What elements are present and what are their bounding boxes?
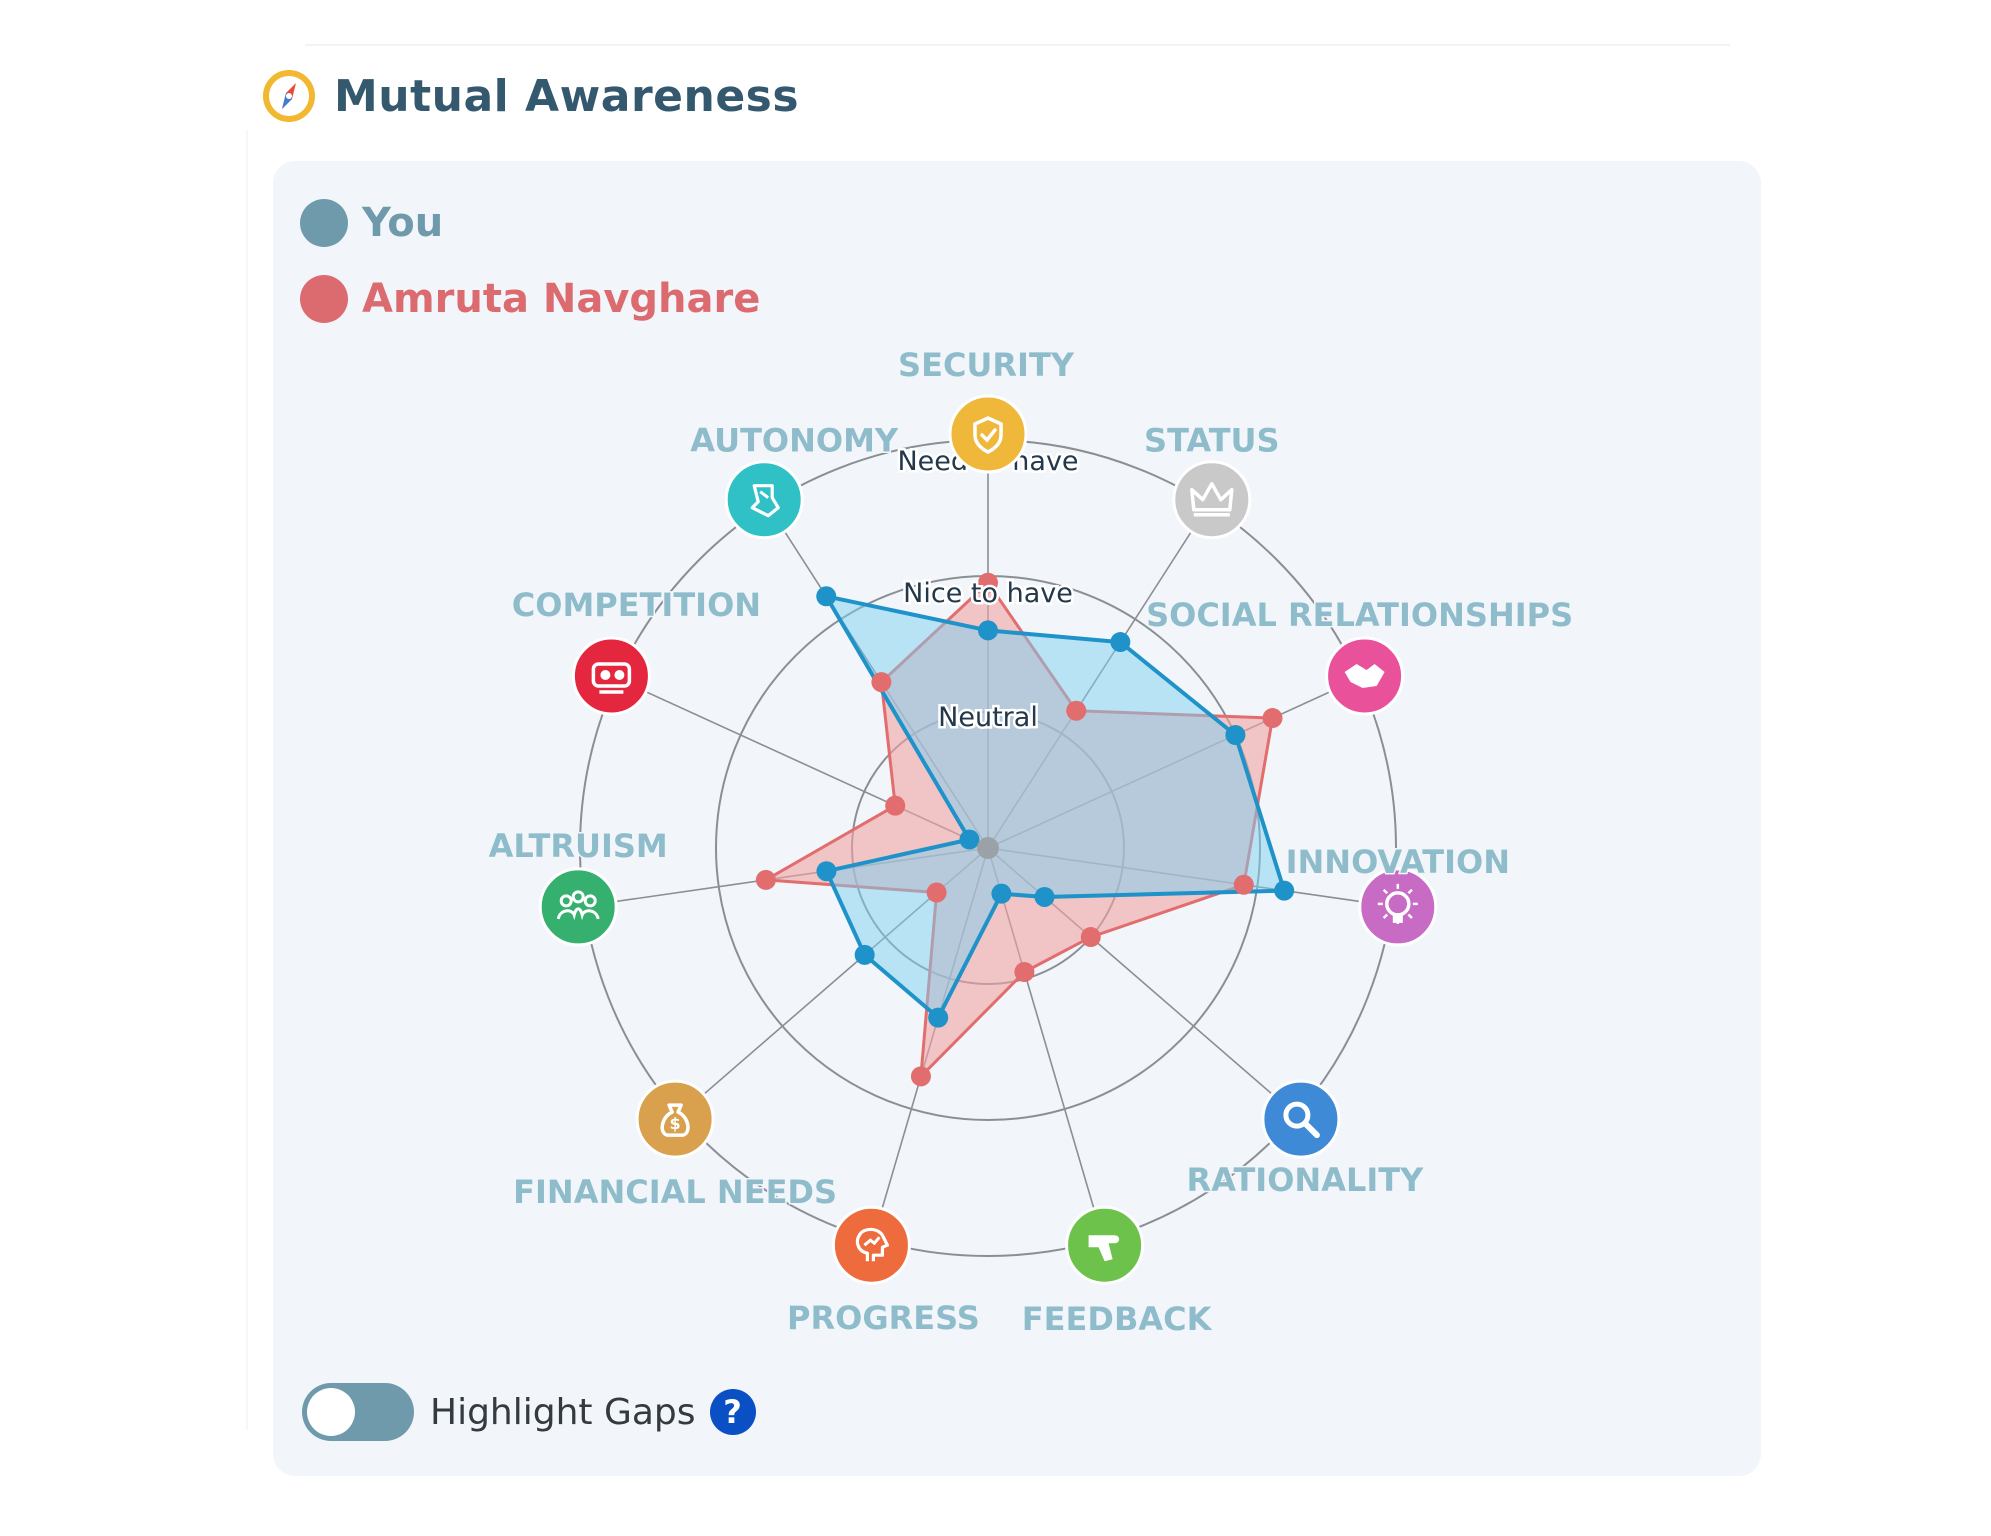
center-point — [977, 837, 999, 859]
point-you-progress[interactable] — [928, 1007, 949, 1028]
section-title: Mutual Awareness — [334, 70, 800, 122]
point-amruta-navghare-security[interactable] — [978, 572, 998, 593]
section-header: Mutual Awareness — [262, 66, 799, 126]
toggle-knob — [307, 1388, 355, 1436]
series-area-you — [824, 594, 1287, 1020]
shield-icon — [948, 394, 1028, 474]
competition-icon — [571, 636, 651, 716]
highlight-gaps-row: Highlight Gaps ? — [302, 1380, 756, 1444]
axis-label-status: STATUS — [1144, 422, 1280, 460]
axis-label-rationality: RATIONALITY — [1187, 1161, 1425, 1199]
point-amruta-navghare-progress[interactable] — [910, 1066, 931, 1087]
point-amruta-navghare-status[interactable] — [1066, 700, 1087, 721]
handshake-icon — [1325, 636, 1405, 716]
legend-swatch-amruta-navghare — [300, 275, 348, 323]
level-label-neutral: Neutral — [938, 702, 1038, 733]
magnifier-icon — [1261, 1079, 1341, 1159]
axis-label-social-relationships: SOCIAL RELATIONSHIPS — [1146, 596, 1573, 634]
point-amruta-navghare-feedback[interactable] — [1014, 961, 1035, 982]
point-you-status[interactable] — [1110, 632, 1131, 653]
top-divider — [305, 44, 1730, 46]
point-you-altruism[interactable] — [816, 861, 837, 882]
hand-icon — [1065, 1205, 1145, 1285]
point-amruta-navghare-autonomy[interactable] — [871, 672, 892, 693]
point-amruta-navghare-competition[interactable] — [885, 795, 906, 816]
point-you-competition[interactable] — [959, 829, 980, 850]
point-you-social-relationships[interactable] — [1225, 725, 1246, 746]
highlight-gaps-label: Highlight Gaps — [430, 1391, 696, 1433]
axis-label-altruism: ALTRUISM — [489, 827, 668, 865]
axis-label-feedback: FEEDBACK — [1022, 1300, 1213, 1338]
crown-icon — [1172, 460, 1252, 540]
axis-label-competition: COMPETITION — [512, 586, 761, 624]
compass-icon — [263, 70, 315, 122]
point-you-financial-needs[interactable] — [854, 944, 875, 965]
point-you-security[interactable] — [978, 620, 998, 641]
legend-label-amruta-navghare: Amruta Navghare — [362, 276, 761, 322]
legend-label-you: You — [362, 200, 444, 246]
point-amruta-navghare-financial-needs[interactable] — [926, 882, 947, 903]
people-icon — [538, 867, 618, 947]
question-icon[interactable]: ? — [709, 1389, 756, 1435]
axis-label-autonomy: AUTONOMY — [690, 422, 899, 460]
lightbulb-icon — [1358, 867, 1438, 947]
growth-head-icon — [831, 1205, 911, 1285]
point-amruta-navghare-altruism[interactable] — [755, 869, 776, 890]
point-amruta-navghare-rationality[interactable] — [1080, 927, 1101, 948]
highlight-gaps-toggle[interactable] — [302, 1383, 414, 1441]
point-you-innovation[interactable] — [1274, 880, 1295, 901]
point-amruta-navghare-social-relationships[interactable] — [1262, 708, 1283, 729]
point-you-autonomy[interactable] — [816, 586, 837, 607]
axis-label-financial-needs: FINANCIAL NEEDS — [513, 1173, 837, 1211]
axis-label-security: SECURITY — [898, 346, 1075, 384]
point-you-rationality[interactable] — [1034, 886, 1055, 907]
axis-label-progress: PROGRESS — [787, 1299, 980, 1337]
legend-swatch-you — [300, 199, 348, 247]
legend: You Amruta Navghare — [300, 185, 760, 337]
legend-item-amruta-navghare[interactable]: Amruta Navghare — [300, 261, 760, 337]
point-you-feedback[interactable] — [991, 883, 1012, 904]
money-bag-icon: $ — [635, 1079, 715, 1159]
side-divider — [246, 130, 248, 1430]
level-label-nice-to-have: Nice to have — [903, 578, 1073, 609]
svg-text:$: $ — [670, 1114, 681, 1133]
axis-label-innovation: INNOVATION — [1286, 843, 1510, 881]
point-amruta-navghare-innovation[interactable] — [1233, 874, 1254, 895]
legend-item-you[interactable]: You — [300, 185, 760, 261]
autonomy-icon — [724, 460, 804, 540]
